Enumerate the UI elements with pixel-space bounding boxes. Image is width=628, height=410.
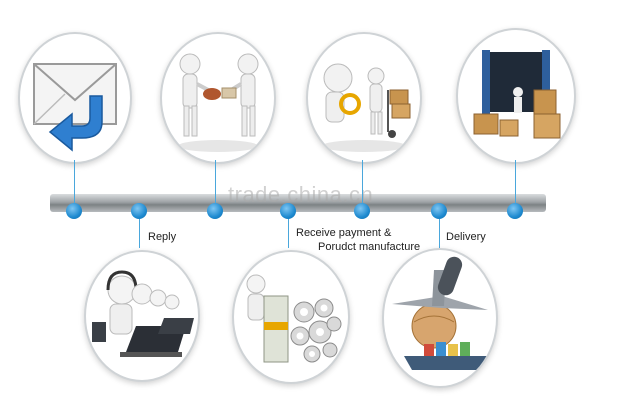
handshake-circle — [160, 32, 276, 164]
customer-service-circle — [84, 250, 200, 382]
stem-bottom-2 — [288, 212, 289, 248]
inspection-handcart-icon — [322, 63, 411, 152]
email-reply-icon — [33, 63, 117, 152]
timeline-dot-4 — [280, 203, 296, 219]
stem-bottom-3 — [439, 212, 440, 248]
timeline-dot-7 — [507, 203, 523, 219]
timeline-bar — [50, 194, 546, 212]
timeline-dot-5 — [354, 203, 370, 219]
timeline-dot-1 — [66, 203, 82, 219]
money-gears-icon — [246, 274, 342, 363]
stem-top-2 — [215, 160, 216, 206]
stem-bottom-1 — [139, 212, 140, 248]
stem-top-1 — [74, 160, 75, 206]
money-gears-circle — [232, 250, 350, 384]
handshake-figures-icon — [178, 53, 259, 152]
timeline-dot-2 — [131, 203, 147, 219]
email-reply-circle — [18, 32, 132, 164]
shipping-container-icon — [473, 50, 561, 139]
timeline-dot-3 — [207, 203, 223, 219]
airplane-ship-globe-icon — [392, 256, 488, 370]
customer-service-agents-icon — [92, 270, 194, 357]
container-circle — [456, 28, 576, 164]
label-delivery: Delivery — [446, 231, 486, 243]
watermark: trade.china.cn — [228, 182, 374, 207]
label-reply: Reply — [148, 231, 177, 243]
inspection-circle — [306, 32, 422, 164]
timeline-dot-6 — [431, 203, 447, 219]
label-receive-line1: Receive payment & — [296, 227, 392, 239]
label-receive-line2: Porudct manufacture — [318, 241, 421, 253]
stem-top-4 — [515, 160, 516, 206]
stem-top-3 — [362, 160, 363, 206]
airplane-ship-circle — [382, 248, 498, 388]
